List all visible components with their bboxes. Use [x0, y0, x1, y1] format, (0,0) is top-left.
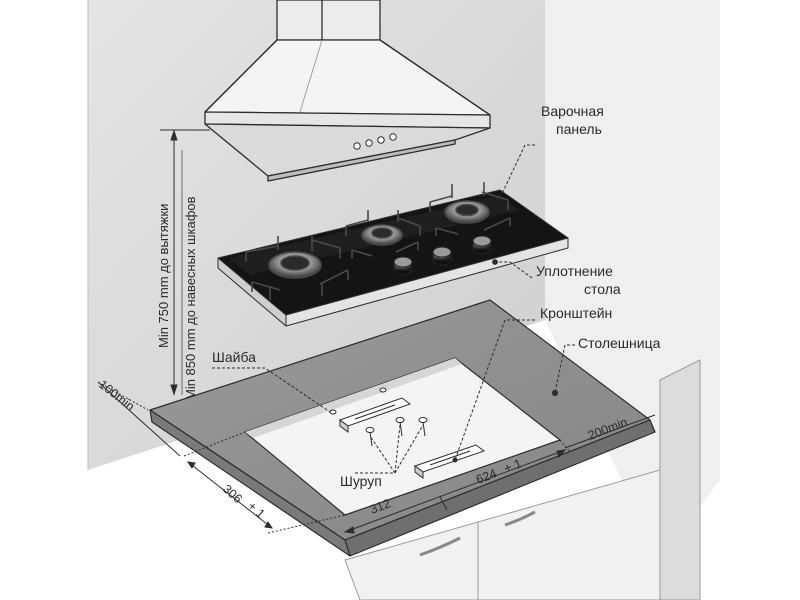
hob-knobs	[393, 235, 492, 276]
min-cabinets-label: Min 850 mm до навесных шкафов	[183, 196, 198, 400]
countertop-label: Столешница	[578, 335, 661, 351]
min-hood-label: Min 750 mm до вытяжки	[156, 204, 171, 348]
burner-right	[429, 182, 511, 236]
screw-label: Шуруп	[340, 473, 382, 489]
knob-2	[432, 246, 452, 266]
half-width-label: 312	[368, 496, 393, 517]
callout-leaders	[212, 144, 575, 474]
mounting-hardware	[329, 387, 486, 479]
bracket-label: Кронштейн	[540, 305, 612, 321]
burner-left	[245, 236, 349, 300]
burner-middle	[345, 210, 421, 258]
hob-label-line2: панель	[556, 121, 602, 137]
base-cabinets	[344, 359, 701, 600]
hood-buttons	[353, 133, 397, 150]
width-tolerance-label: + 1	[502, 456, 524, 475]
height-dimensions	[160, 129, 210, 396]
seal-label-line2: стола	[584, 281, 621, 297]
washer-1	[329, 409, 337, 415]
washer-label: Шайба	[212, 349, 256, 365]
washer-2	[379, 387, 387, 393]
knob-3	[472, 235, 492, 255]
seal-label-line1: Уплотнение	[536, 263, 613, 279]
screw-2	[395, 417, 405, 437]
countertop-dimensions	[97, 381, 656, 534]
screw-1	[365, 427, 375, 447]
hob-label-line1: Варочная	[541, 103, 604, 119]
gas-hob	[217, 182, 569, 327]
knob-1	[393, 256, 413, 276]
range-hood	[204, 0, 491, 182]
depth-label: 306	[220, 482, 245, 506]
screw-3	[418, 417, 428, 437]
width-label: 624	[474, 466, 499, 487]
depth-tolerance-label: + 1	[245, 499, 268, 521]
